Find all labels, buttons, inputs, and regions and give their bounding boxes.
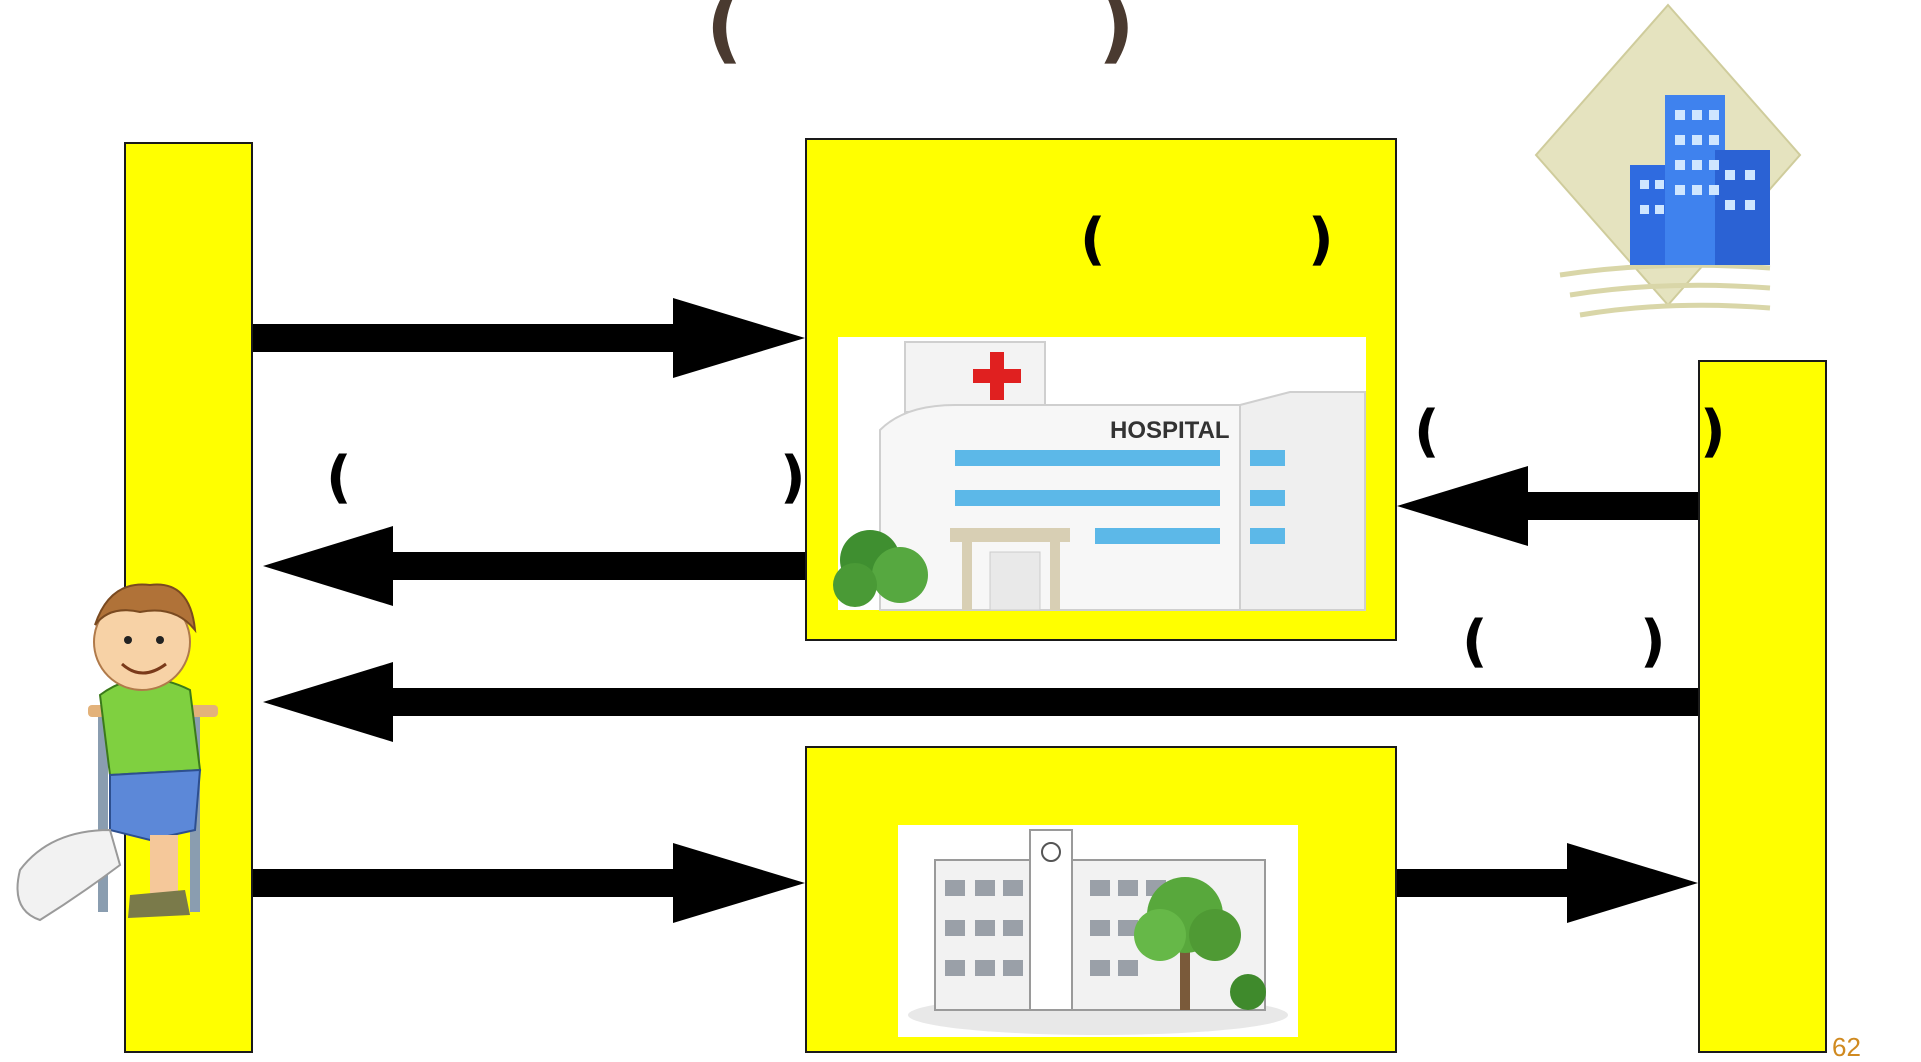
company-to-hospital-close-bracket: ) bbox=[1700, 399, 1726, 464]
arrow-patient-to-school bbox=[253, 843, 805, 923]
company-to-patient-open-bracket: ( bbox=[1462, 609, 1488, 674]
company-to-patient-close-bracket: ) bbox=[1640, 609, 1666, 674]
company-to-hospital-open-bracket: ( bbox=[1414, 399, 1440, 464]
company-column bbox=[1698, 360, 1827, 1053]
hospital-building-icon bbox=[833, 337, 1366, 611]
hospital-to-patient-close-bracket: ) bbox=[780, 445, 806, 510]
hospital-to-patient-open-bracket: ( bbox=[326, 445, 352, 510]
arrow-company-to-hospital bbox=[1397, 466, 1698, 546]
hospital-open-bracket: ( bbox=[1080, 207, 1106, 272]
title-open-bracket: ( bbox=[706, 0, 743, 72]
arrow-company-to-patient bbox=[263, 662, 1698, 742]
hospital-sign-text: HOSPITAL bbox=[1110, 417, 1230, 444]
school-building-icon bbox=[898, 825, 1298, 1037]
title-close-bracket: ) bbox=[1098, 0, 1135, 72]
injured-boy-on-crutches-icon bbox=[16, 583, 218, 922]
arrow-hospital-to-patient bbox=[263, 526, 805, 606]
arrow-school-to-company bbox=[1397, 843, 1698, 923]
office-building-icon bbox=[1534, 3, 1802, 318]
page-number: 62 bbox=[1832, 1032, 1861, 1062]
arrow-patient-to-hospital bbox=[253, 298, 805, 378]
hospital-close-bracket: ) bbox=[1308, 207, 1334, 272]
